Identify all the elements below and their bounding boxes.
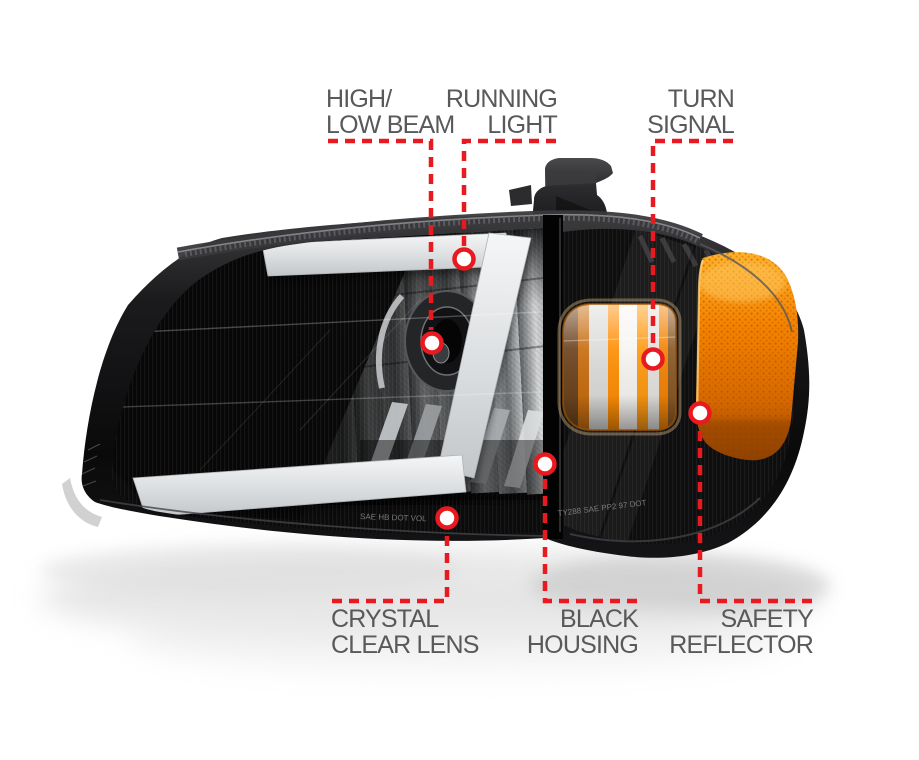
corner-lamp: TY288 SAE PP2 97 DOT	[557, 228, 799, 545]
main-headlight: SAE HB DOT VOL	[99, 228, 544, 537]
callout-line: CLEAR LENS	[331, 631, 479, 659]
callout-line: SIGNAL	[647, 111, 735, 139]
callout-leaders	[328, 138, 812, 604]
pointer-running-light	[452, 247, 476, 271]
pointer-turn-signal	[641, 347, 665, 371]
leader-black-housing	[542, 478, 637, 604]
lens-streaks	[111, 299, 541, 471]
callout-line: RUNNING	[445, 85, 558, 113]
pointer-black-housing	[533, 452, 557, 476]
callout-line: SAFETY	[720, 605, 814, 633]
callout-line: BLACK	[560, 605, 639, 633]
callout-line: CRYSTAL	[331, 605, 439, 633]
drl-light-bar	[132, 232, 532, 518]
turn-signal-lamp	[557, 298, 682, 436]
main-lens-marking: SAE HB DOT VOL	[360, 512, 427, 523]
pointer-high-low-beam	[420, 331, 444, 355]
callout-line: LIGHT	[487, 111, 557, 139]
callout-turn-signal: TURN SIGNAL	[647, 85, 735, 139]
leader-high-low-beam	[328, 138, 434, 330]
leader-safety-reflector	[697, 427, 812, 604]
callout-black-housing: BLACK HOUSING	[526, 605, 639, 659]
callout-line: HIGH/	[326, 85, 392, 113]
pointer-crystal-clear-lens	[435, 506, 459, 530]
callout-high-low-beam: HIGH/ LOW BEAM	[326, 85, 455, 139]
callout-crystal-clear-lens: CRYSTAL CLEAR LENS	[331, 606, 479, 658]
left-tip-fin	[62, 443, 102, 527]
callout-line: LOW BEAM	[326, 111, 455, 139]
callout-safety-reflector: SAFETY REFLECTOR	[669, 605, 814, 659]
leader-running-light	[461, 138, 556, 246]
main-bottom-rim	[99, 499, 544, 537]
leader-turn-signal	[650, 138, 733, 346]
corner-bottom-rim	[569, 497, 761, 543]
callout-line: TURN	[667, 85, 735, 113]
leader-crystal-clear-lens	[332, 532, 450, 604]
callout-line: HOUSING	[526, 631, 639, 659]
corner-rim-highlight	[699, 243, 793, 333]
callout-running-light: RUNNING LIGHT	[445, 85, 558, 139]
amber-safety-reflector	[695, 252, 799, 461]
pointer-safety-reflector	[688, 401, 712, 425]
floor-reflection	[0, 546, 919, 760]
callout-line: REFLECTOR	[669, 631, 814, 659]
